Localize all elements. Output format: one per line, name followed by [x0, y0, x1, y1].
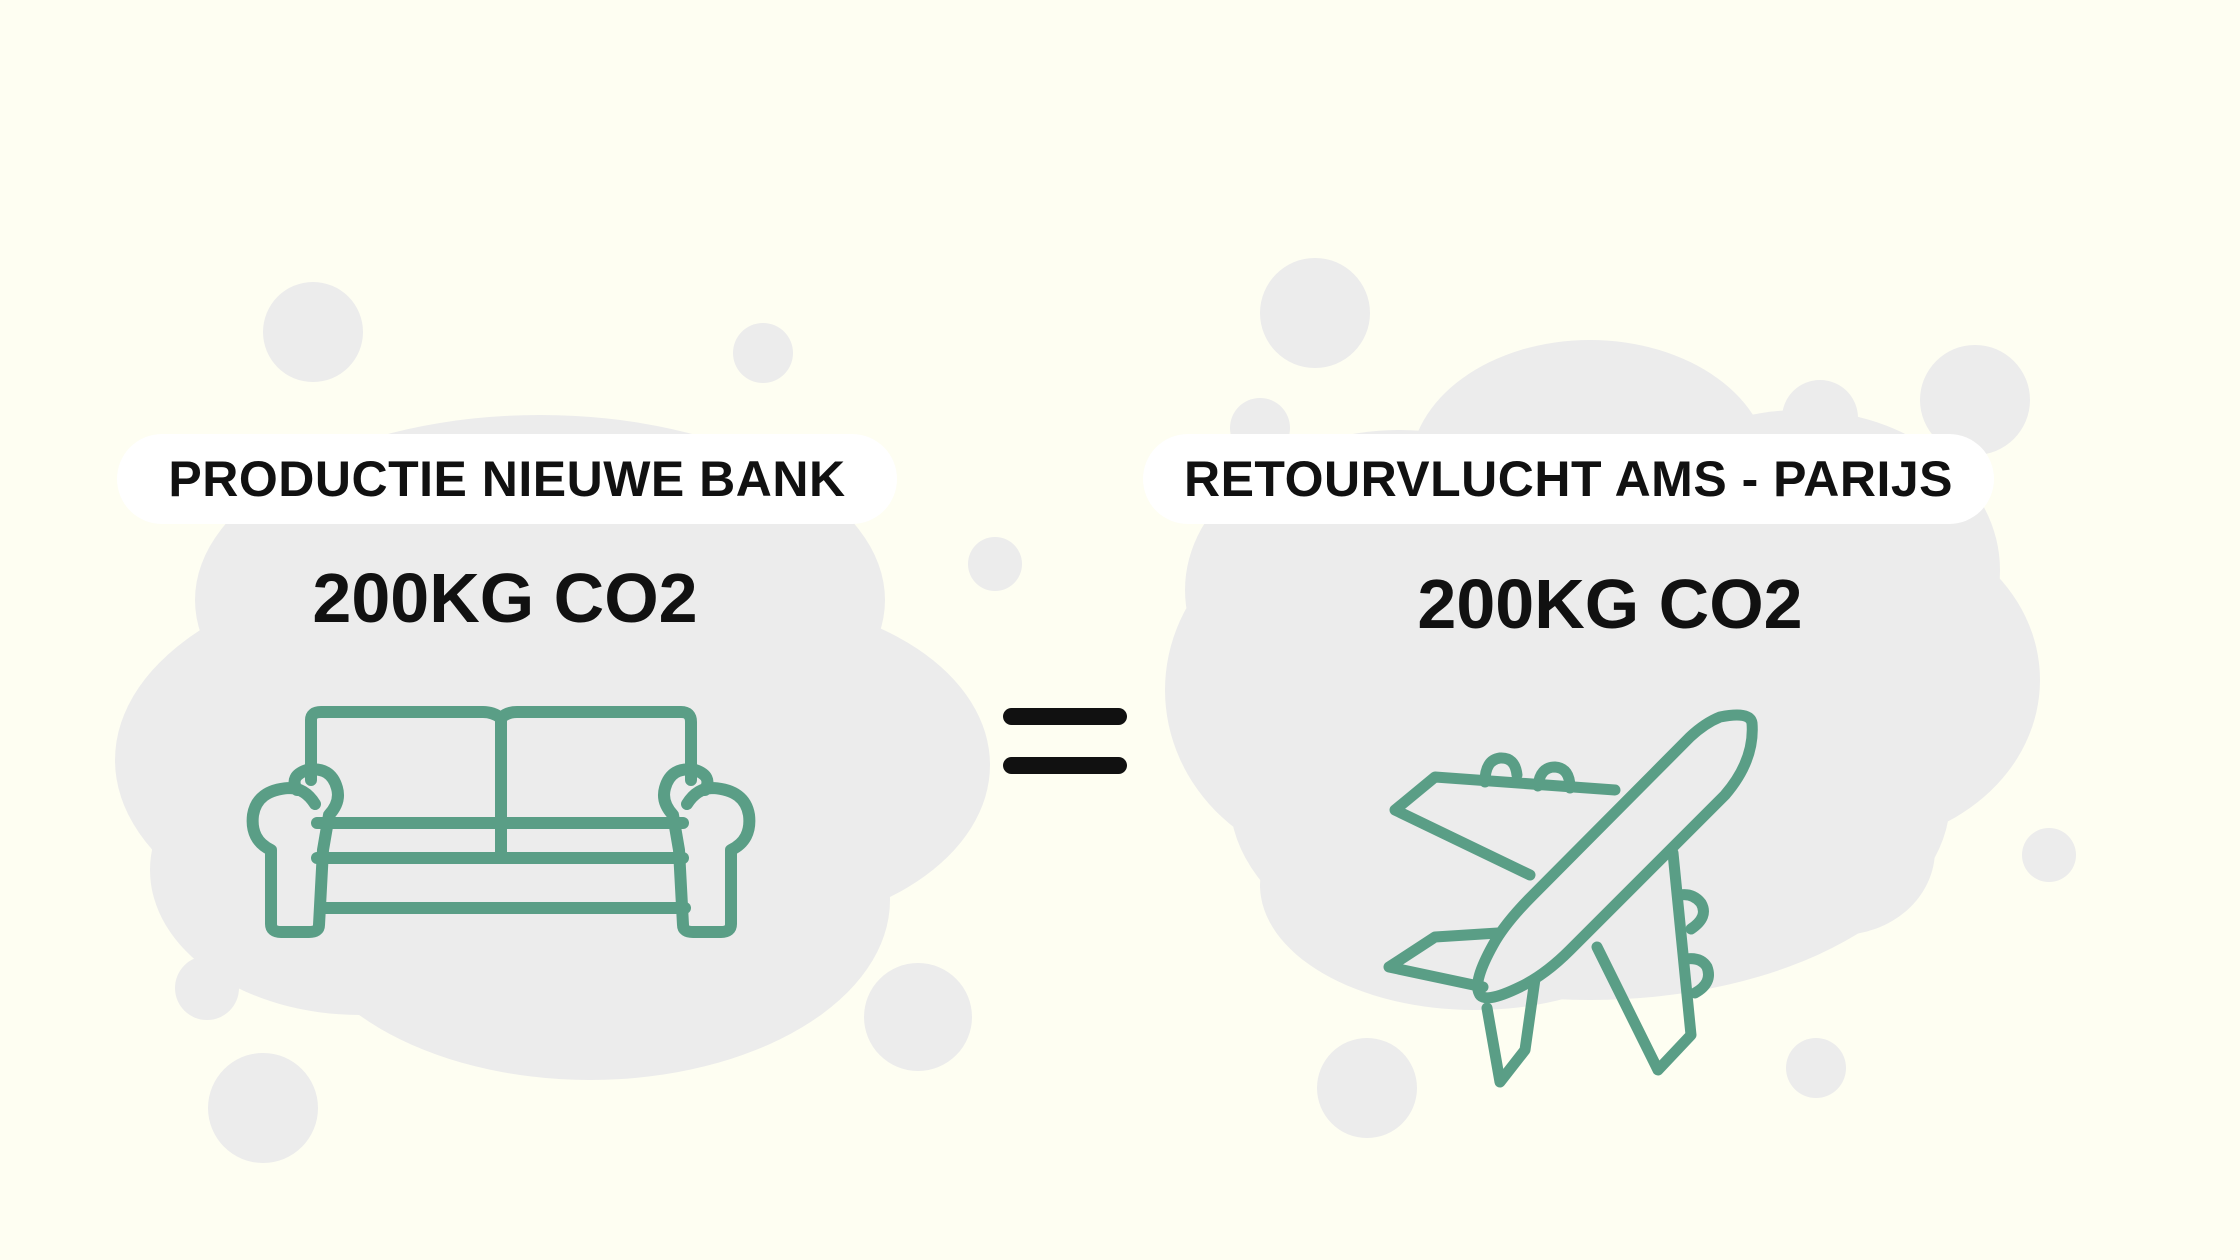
bubble [1786, 1038, 1846, 1098]
bubble [2022, 828, 2076, 882]
right-label: RETOURVLUCHT AMS - PARIJS [1143, 434, 1994, 524]
left-value: 200KG CO2 [312, 559, 698, 637]
bubble [733, 323, 793, 383]
equals-bar-bottom [1003, 757, 1127, 774]
sofa-icon [246, 706, 756, 938]
equals-bar-top [1003, 708, 1127, 725]
bubble [175, 956, 239, 1020]
bubble [1260, 258, 1370, 368]
bubble [263, 282, 363, 382]
left-label: PRODUCTIE NIEUWE BANK [117, 434, 897, 524]
bubble [208, 1053, 318, 1163]
equals-sign [1003, 708, 1127, 774]
bubble [1920, 345, 2030, 455]
bubble [968, 537, 1022, 591]
right-value: 200KG CO2 [1417, 565, 1803, 643]
bubble [1317, 1038, 1417, 1138]
bubble [864, 963, 972, 1071]
airplane-icon [1383, 709, 1758, 1088]
